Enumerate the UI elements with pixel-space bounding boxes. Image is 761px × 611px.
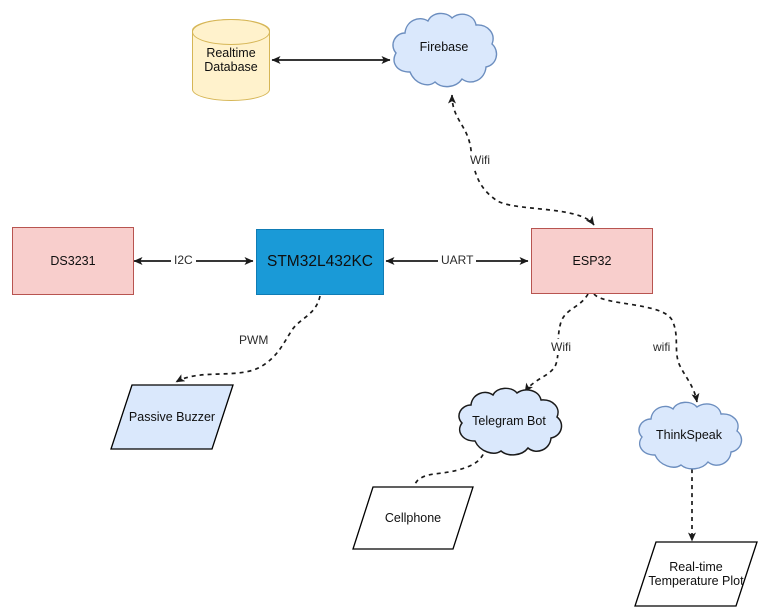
- edge-esp32-thinkspeak: [593, 293, 700, 403]
- node-telegram-bot[interactable]: Telegram Bot: [452, 385, 566, 461]
- cylinder-top-cap: [192, 19, 270, 45]
- node-label-firebase: Firebase: [419, 39, 469, 54]
- node-label-realtime-database: Realtime Database: [204, 45, 258, 74]
- node-temperature-plot[interactable]: Real-time Temperature Plot: [634, 541, 758, 607]
- node-label-passive-buzzer: Passive Buzzer: [128, 409, 216, 424]
- edge-label-pwm: PWM: [236, 332, 272, 348]
- cloud-shape-telegram-bot: [452, 385, 566, 461]
- node-label-stm32l432kc: STM32L432KC: [267, 253, 373, 271]
- node-label-thinkspeak: ThinkSpeak: [655, 427, 722, 442]
- edge-label-uart: UART: [438, 252, 477, 268]
- edge-label-i2c: I2C: [171, 252, 196, 268]
- parallelogram-shape-temperature-plot: [634, 541, 758, 607]
- node-label-temperature-plot: Real-time Temperature Plot: [648, 559, 744, 588]
- edge-label-wifi-telegram: Wifi: [548, 339, 574, 355]
- parallelogram-shape-passive-buzzer: [110, 384, 234, 450]
- node-ds3231[interactable]: DS3231: [12, 227, 134, 295]
- node-label-cellphone: Cellphone: [384, 510, 442, 525]
- node-cellphone[interactable]: Cellphone: [352, 486, 474, 550]
- cloud-shape-thinkspeak: [632, 399, 746, 475]
- node-realtime-database[interactable]: Realtime Database: [192, 19, 270, 101]
- edge-label-wifi-thinkspeak: wifi: [650, 339, 674, 355]
- edge-label-wifi-firebase: Wifi: [467, 152, 493, 168]
- node-esp32[interactable]: ESP32: [531, 228, 653, 294]
- cloud-shape-firebase: [388, 10, 500, 96]
- node-label-telegram-bot: Telegram Bot: [472, 413, 546, 428]
- node-passive-buzzer[interactable]: Passive Buzzer: [110, 384, 234, 450]
- node-label-esp32: ESP32: [572, 253, 612, 268]
- node-thinkspeak[interactable]: ThinkSpeak: [632, 399, 746, 475]
- node-firebase[interactable]: Firebase: [388, 10, 500, 96]
- node-label-ds3231: DS3231: [50, 253, 96, 268]
- node-stm32l432kc[interactable]: STM32L432KC: [256, 229, 384, 295]
